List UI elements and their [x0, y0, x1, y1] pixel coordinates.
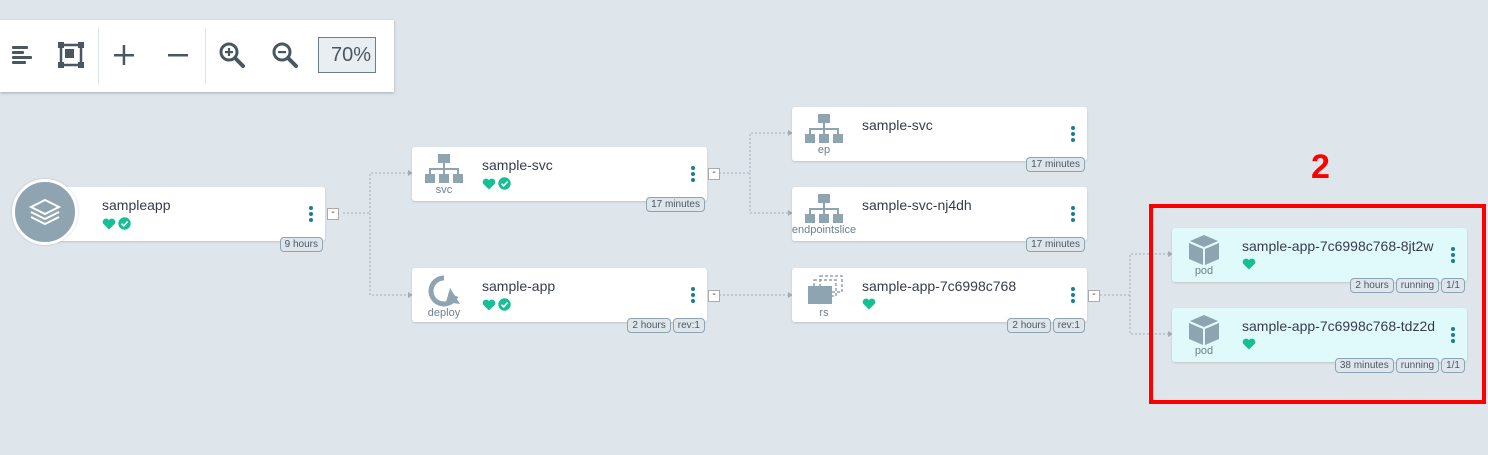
service-node[interactable]: svc sample-svc 17 minutes	[412, 147, 707, 212]
heart-icon	[1242, 258, 1256, 270]
graph-toolbar: 70%	[0, 20, 394, 92]
node-name: sample-svc-nj4dh	[862, 197, 972, 213]
node-name: sample-app-7c6998c768-8jt2w	[1242, 238, 1434, 254]
heart-icon	[862, 298, 876, 310]
collapse-toggle[interactable]: -	[327, 208, 339, 220]
align-left-icon[interactable]	[2, 34, 44, 76]
node-status	[102, 217, 131, 230]
pod-cube-icon: pod	[1180, 314, 1228, 362]
collapse-toggle[interactable]: -	[708, 168, 720, 180]
zoom-level-input[interactable]: 70%	[318, 37, 376, 73]
node-tags: 17 minutes	[1026, 157, 1085, 172]
check-circle-icon	[498, 298, 511, 311]
age-tag: 2 hours	[627, 318, 671, 333]
node-name: sample-app-7c6998c768-tdz2d	[1242, 318, 1436, 334]
endpointslice-node[interactable]: endpointslice sample-svc-nj4dh 17 minute…	[792, 187, 1087, 252]
heart-icon	[1242, 338, 1256, 350]
age-tag: 9 hours	[279, 237, 323, 252]
node-menu-icon[interactable]	[305, 205, 317, 225]
revision-tag: rev:1	[1052, 318, 1085, 333]
age-tag: 17 minutes	[1026, 157, 1085, 172]
node-kind: deploy	[427, 307, 461, 319]
toolbar-divider	[98, 28, 99, 84]
node-status	[482, 298, 511, 311]
collapse-minus-icon[interactable]	[157, 34, 199, 76]
deployment-icon: deploy	[420, 274, 468, 322]
node-menu-icon[interactable]	[1447, 246, 1459, 266]
check-circle-icon	[118, 217, 131, 230]
endpoints-node[interactable]: ep sample-svc 17 minutes	[792, 107, 1087, 172]
node-kind: pod	[1194, 345, 1214, 357]
application-icon	[12, 179, 78, 245]
service-icon: svc	[420, 153, 468, 201]
node-menu-icon[interactable]	[1067, 286, 1079, 306]
node-kind: pod	[1194, 265, 1214, 277]
node-tags: 17 minutes	[1026, 237, 1085, 252]
annotation-highlight-box	[1149, 204, 1486, 404]
node-name: sample-app	[482, 278, 556, 294]
collapse-toggle[interactable]: -	[708, 290, 720, 302]
endpoints-icon: ep	[800, 113, 848, 161]
annotation-label: 2	[1311, 148, 1330, 186]
check-circle-icon	[498, 177, 511, 190]
node-status	[482, 177, 511, 190]
node-kind: rs	[819, 307, 829, 319]
zoom-out-icon[interactable]	[264, 34, 306, 76]
expand-plus-icon[interactable]	[103, 34, 145, 76]
fit-view-icon[interactable]	[50, 34, 92, 76]
node-status	[1242, 338, 1256, 350]
node-kind: ep	[817, 144, 831, 156]
revision-tag: rev:1	[672, 318, 705, 333]
age-tag: 2 hours	[1350, 278, 1394, 293]
node-menu-icon[interactable]	[687, 165, 699, 185]
node-name: sample-svc	[862, 117, 933, 133]
ready-tag: 1/1	[1441, 358, 1465, 373]
node-status	[862, 298, 876, 310]
zoom-in-icon[interactable]	[211, 34, 253, 76]
heart-icon	[482, 178, 496, 189]
node-tags: 9 hours	[279, 237, 323, 252]
pod-cube-icon: pod	[1180, 234, 1228, 282]
age-tag: 2 hours	[1007, 318, 1051, 333]
age-tag: 17 minutes	[1026, 237, 1085, 252]
application-node[interactable]: sampleapp 9 hours	[40, 187, 325, 252]
replicaset-icon: rs	[800, 274, 848, 322]
endpointslice-icon: endpointslice	[792, 193, 856, 241]
node-menu-icon[interactable]	[1447, 326, 1459, 346]
node-menu-icon[interactable]	[1067, 125, 1079, 145]
pod-node[interactable]: pod sample-app-7c6998c768-tdz2d 38 minut…	[1172, 308, 1467, 373]
status-tag: running	[1395, 358, 1440, 373]
collapse-toggle[interactable]: -	[1088, 290, 1100, 302]
node-name: sample-svc	[482, 157, 553, 173]
status-tag: running	[1395, 278, 1440, 293]
node-tags: 17 minutes	[646, 197, 705, 212]
node-status	[1242, 258, 1256, 270]
node-menu-icon[interactable]	[1067, 205, 1079, 225]
node-kind: endpointslice	[791, 224, 857, 236]
node-name: sample-app-7c6998c768	[862, 278, 1017, 294]
node-menu-icon[interactable]	[687, 286, 699, 306]
toolbar-divider	[205, 28, 206, 84]
node-kind: svc	[435, 184, 453, 196]
heart-icon	[482, 299, 496, 310]
ready-tag: 1/1	[1441, 278, 1465, 293]
age-tag: 38 minutes	[1334, 358, 1394, 373]
node-name: sampleapp	[102, 197, 171, 213]
heart-icon	[102, 218, 116, 229]
age-tag: 17 minutes	[646, 197, 705, 212]
